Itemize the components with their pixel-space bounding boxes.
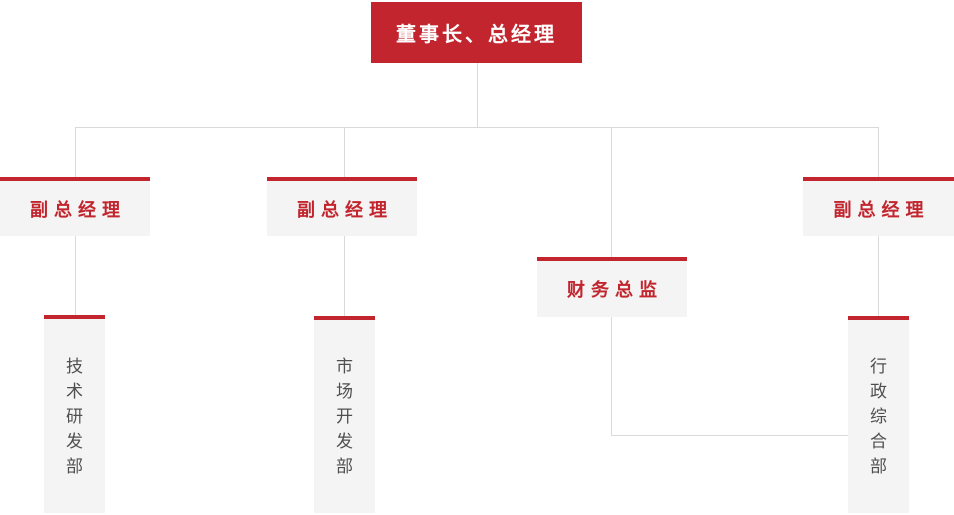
node-tech-rd-department-label: 技术研发部 — [65, 356, 83, 476]
connector-drop-vgm3 — [878, 127, 879, 177]
node-vice-general-manager-2-label: 副总经理 — [297, 199, 393, 220]
node-tech-rd-department: 技术研发部 — [44, 315, 105, 513]
node-admin-general-department-label: 行政综合部 — [869, 357, 887, 476]
connector-drop-vgm2 — [344, 127, 345, 177]
connector-trunk — [75, 127, 879, 128]
node-market-dev-department: 市场开发部 — [314, 316, 375, 513]
node-vice-general-manager-1: 副总经理 — [0, 177, 150, 236]
connector-drop-vgm1 — [75, 127, 76, 177]
node-vice-general-manager-3-label: 副总经理 — [833, 199, 930, 220]
connector-cfo-elbow-h — [611, 435, 848, 436]
node-vice-general-manager-1-label: 副总经理 — [30, 199, 126, 220]
node-finance-director-label: 财务总监 — [567, 280, 663, 300]
connector-vgm1-dept1 — [75, 236, 76, 315]
node-vice-general-manager-2: 副总经理 — [267, 177, 417, 236]
connector-drop-cfo — [611, 127, 612, 257]
node-finance-director: 财务总监 — [537, 257, 687, 317]
node-chairman-general-manager: 董事长、总经理 — [371, 2, 582, 63]
connector-vgm3-dept3 — [878, 236, 879, 316]
connector-cfo-elbow-v — [611, 317, 612, 435]
node-market-dev-department-label: 市场开发部 — [335, 357, 353, 476]
node-vice-general-manager-3: 副总经理 — [803, 177, 954, 236]
node-chairman-general-manager-label: 董事长、总经理 — [396, 24, 557, 46]
node-admin-general-department: 行政综合部 — [848, 316, 909, 513]
connector-root-drop — [477, 63, 478, 127]
connector-vgm2-dept2 — [344, 236, 345, 316]
